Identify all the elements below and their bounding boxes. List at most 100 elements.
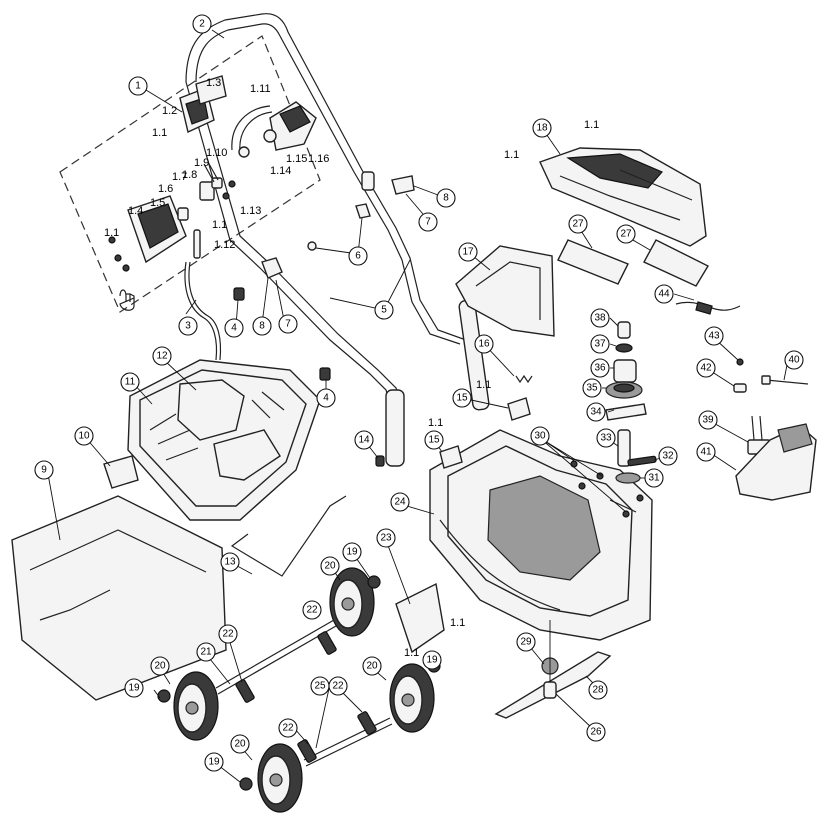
callout-8a: 8 bbox=[252, 316, 272, 336]
label-1-7: 1.7 bbox=[172, 171, 187, 183]
callout-26-label: 26 bbox=[590, 727, 602, 738]
callout-29: 29 bbox=[516, 632, 536, 652]
callout-20c: 20 bbox=[362, 656, 382, 676]
sub-labels: 1.1 1.2 1.3 1.11 1.14 1.15 1.16 1.10 1.9… bbox=[104, 77, 599, 659]
label-1-1-a: 1.1 bbox=[152, 127, 167, 139]
callout-22b: 22 bbox=[218, 624, 238, 644]
callout-4a: 4 bbox=[224, 318, 244, 338]
callout-19b: 19 bbox=[422, 650, 442, 670]
callout-5-label: 5 bbox=[381, 305, 387, 316]
callout-32: 32 bbox=[658, 446, 678, 466]
callout-13-label: 13 bbox=[224, 557, 236, 568]
callout-20d-label: 20 bbox=[234, 739, 246, 750]
callout-7b: 7 bbox=[418, 212, 438, 232]
callout-8b: 8 bbox=[436, 188, 456, 208]
callout-38: 38 bbox=[590, 308, 610, 328]
callout-43-label: 43 bbox=[708, 331, 720, 342]
label-sticker-2 bbox=[643, 239, 709, 287]
callout-12: 12 bbox=[152, 346, 172, 366]
callout-12-label: 12 bbox=[156, 351, 168, 362]
callout-34-label: 34 bbox=[590, 407, 602, 418]
cable bbox=[184, 261, 218, 361]
callout-1: 1 bbox=[128, 76, 148, 96]
wheel-rear-right bbox=[329, 567, 375, 637]
callout-44-label: 44 bbox=[658, 289, 670, 300]
callout-6-label: 6 bbox=[355, 251, 361, 262]
callout-39-label: 39 bbox=[702, 415, 714, 426]
label-1-1-e: 1.1 bbox=[504, 149, 519, 161]
callout-29-label: 29 bbox=[520, 637, 532, 648]
label-1-10: 1.10 bbox=[206, 147, 227, 159]
callout-41: 41 bbox=[696, 442, 716, 462]
handle-bar bbox=[185, 13, 490, 467]
label-1-1-g: 1.1 bbox=[428, 417, 443, 429]
label-1-16: 1.16 bbox=[308, 153, 329, 165]
callout-7b-label: 7 bbox=[425, 217, 431, 228]
callout-3-label: 3 bbox=[185, 321, 191, 332]
rear-flap bbox=[455, 245, 555, 337]
callout-15a-label: 15 bbox=[456, 393, 468, 404]
callout-21-label: 21 bbox=[200, 647, 212, 658]
callout-20c-label: 20 bbox=[366, 661, 378, 672]
callout-4a-label: 4 bbox=[231, 323, 237, 334]
callout-24-label: 24 bbox=[394, 497, 406, 508]
callout-9-label: 9 bbox=[41, 465, 47, 476]
label-1-13: 1.13 bbox=[240, 205, 261, 217]
callout-42: 42 bbox=[696, 358, 716, 378]
callout-30-label: 30 bbox=[534, 431, 546, 442]
switch-box-parts bbox=[108, 75, 317, 311]
callout-25: 25 bbox=[310, 676, 330, 696]
callout-8a-label: 8 bbox=[259, 321, 265, 332]
callout-4b: 4 bbox=[316, 388, 336, 408]
callout-40: 40 bbox=[784, 350, 804, 370]
callout-20d: 20 bbox=[230, 734, 250, 754]
label-1-6: 1.6 bbox=[158, 183, 173, 195]
callout-1-label: 1 bbox=[135, 81, 141, 92]
bracket-15b bbox=[439, 445, 463, 469]
switch-assembly-outline bbox=[59, 35, 321, 313]
callout-19d: 19 bbox=[204, 752, 224, 772]
label-1-9: 1.9 bbox=[194, 157, 209, 169]
callout-19a: 19 bbox=[342, 542, 362, 562]
callout-15b-label: 15 bbox=[428, 435, 440, 446]
label-1-11: 1.11 bbox=[250, 83, 271, 95]
callout-22d-label: 22 bbox=[282, 723, 294, 734]
callout-18-label: 18 bbox=[536, 123, 548, 134]
callout-18: 18 bbox=[532, 118, 552, 138]
callout-20b-label: 20 bbox=[154, 661, 166, 672]
callout-20a: 20 bbox=[320, 556, 340, 576]
callout-33: 33 bbox=[596, 428, 616, 448]
label-1-4: 1.4 bbox=[128, 205, 143, 217]
callout-3: 3 bbox=[178, 316, 198, 336]
spring-16 bbox=[515, 374, 533, 384]
callout-15a: 15 bbox=[452, 388, 472, 408]
label-1-1-h: 1.1 bbox=[450, 617, 465, 629]
callout-23-label: 23 bbox=[380, 533, 392, 544]
callout-44: 44 bbox=[654, 284, 674, 304]
label-1-1-f: 1.1 bbox=[476, 379, 491, 391]
callout-2: 2 bbox=[192, 14, 212, 34]
callout-38-label: 38 bbox=[594, 313, 606, 324]
callout-35: 35 bbox=[582, 378, 602, 398]
wheel-front-right bbox=[389, 663, 435, 733]
wheel-rear-left bbox=[173, 671, 219, 741]
callout-5: 5 bbox=[374, 300, 394, 320]
callout-43: 43 bbox=[704, 326, 724, 346]
mower-deck bbox=[429, 429, 653, 641]
callout-21: 21 bbox=[196, 642, 216, 662]
deck-flap bbox=[395, 582, 445, 654]
label-1-15: 1.15 bbox=[286, 153, 307, 165]
blade-bolt bbox=[543, 681, 557, 699]
callout-32-label: 32 bbox=[662, 451, 674, 462]
motor-cover bbox=[539, 147, 707, 247]
callout-4b-label: 4 bbox=[323, 393, 329, 404]
callout-15b: 15 bbox=[424, 430, 444, 450]
callout-19c: 19 bbox=[124, 678, 144, 698]
callout-30: 30 bbox=[530, 426, 550, 446]
callout-14: 14 bbox=[354, 430, 374, 450]
callout-27b-label: 27 bbox=[620, 229, 632, 240]
callout-14-label: 14 bbox=[358, 435, 370, 446]
callout-39: 39 bbox=[698, 410, 718, 430]
screw-14 bbox=[375, 455, 385, 467]
callout-42-label: 42 bbox=[700, 363, 712, 374]
